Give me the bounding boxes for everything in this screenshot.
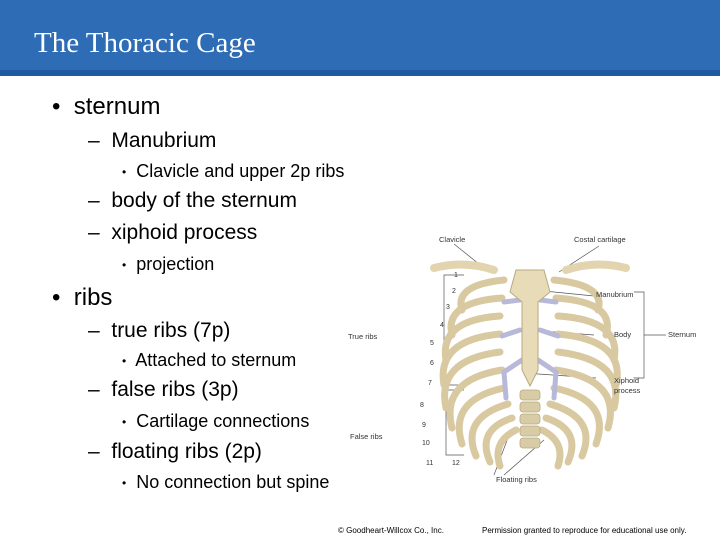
bullet-text: sternum [73, 93, 161, 120]
dash-symbol: – [88, 189, 100, 212]
footer-permission: Permission granted to reproduce for educ… [482, 526, 687, 535]
dash-symbol: – [88, 378, 100, 401]
dash-symbol: – [88, 319, 100, 342]
bullet-text: Clavicle and upper 2p ribs [136, 161, 345, 181]
label-sternum: Sternum [668, 330, 697, 339]
label-manubrium: Manubrium [596, 290, 634, 299]
rib-number: 5 [430, 340, 434, 347]
bullet-text: projection [136, 254, 215, 274]
rib-number: 4 [440, 322, 444, 329]
dash-symbol: – [88, 221, 100, 244]
rib-number: 3 [446, 304, 450, 311]
bullet-false-sub: • Cartilage connections [122, 411, 309, 432]
bullet-text: No connection but spine [136, 472, 330, 492]
label-false-ribs: False ribs [350, 432, 383, 441]
label-xiphoid-1: Xiphoid [614, 376, 640, 385]
bullet-text: Cartilage connections [136, 411, 310, 431]
bullet-symbol: • [122, 476, 127, 491]
bullet-text: ribs [73, 284, 113, 311]
bullet-true-ribs: – true ribs (7p) [88, 319, 230, 343]
rib-number: 10 [422, 440, 430, 447]
label-costal-cartilage: Costal cartilage [574, 235, 626, 244]
title-bar-shade [0, 70, 720, 76]
dash-symbol: – [88, 129, 100, 152]
label-xiphoid-2: process [614, 386, 641, 395]
label-true-ribs: True ribs [348, 332, 378, 341]
slide-title: The Thoracic Cage [34, 27, 256, 59]
rib-number: 1 [454, 272, 458, 279]
bullet-text: false ribs (3p) [111, 378, 239, 401]
bullet-sternum: • sternum [52, 93, 160, 121]
thoracic-cage-figure: Clavicle Costal cartilage Manubrium True… [344, 230, 708, 492]
rib-number: 7 [428, 380, 432, 387]
bullet-symbol: • [122, 415, 127, 430]
bullet-text: xiphoid process [111, 221, 258, 244]
label-body: Body [614, 330, 632, 339]
bullet-text: true ribs (7p) [111, 319, 231, 342]
bullet-body: – body of the sternum [88, 189, 297, 213]
bullet-manubrium-sub: • Clavicle and upper 2p ribs [122, 161, 344, 182]
bullet-text: Attached to sternum [135, 350, 297, 370]
bullet-xiphoid-sub: • projection [122, 254, 214, 275]
bullet-symbol: • [52, 284, 61, 311]
rib-number: 11 [426, 460, 434, 467]
bullet-text: body of the sternum [111, 189, 297, 212]
bullet-symbol: • [122, 354, 127, 369]
dash-symbol: – [88, 440, 100, 463]
bullet-symbol: • [52, 93, 61, 120]
bullet-floating-sub: • No connection but spine [122, 472, 329, 493]
title-bar [0, 0, 720, 76]
bullet-ribs: • ribs [52, 284, 112, 312]
bullet-symbol: • [122, 258, 127, 273]
rib-number: 6 [430, 360, 434, 367]
rib-number: 2 [452, 288, 456, 295]
rib-number: 12 [452, 460, 460, 467]
rib-number: 9 [422, 422, 426, 429]
bullet-floating-ribs: – floating ribs (2p) [88, 440, 262, 464]
footer-copyright: © Goodheart-Willcox Co., Inc. [338, 526, 444, 535]
label-clavicle: Clavicle [439, 235, 466, 244]
bullet-manubrium: – Manubrium [88, 129, 216, 153]
label-floating-ribs: Floating ribs [496, 475, 537, 484]
bullet-xiphoid: – xiphoid process [88, 221, 257, 245]
rib-number: 8 [420, 402, 424, 409]
bullet-false-ribs: – false ribs (3p) [88, 378, 239, 402]
bullet-symbol: • [122, 165, 127, 180]
bullet-text: Manubrium [111, 129, 217, 152]
bullet-text: floating ribs (2p) [111, 440, 262, 463]
rib-cage-illustration [430, 243, 666, 476]
bullet-true-sub: • Attached to sternum [122, 350, 296, 371]
